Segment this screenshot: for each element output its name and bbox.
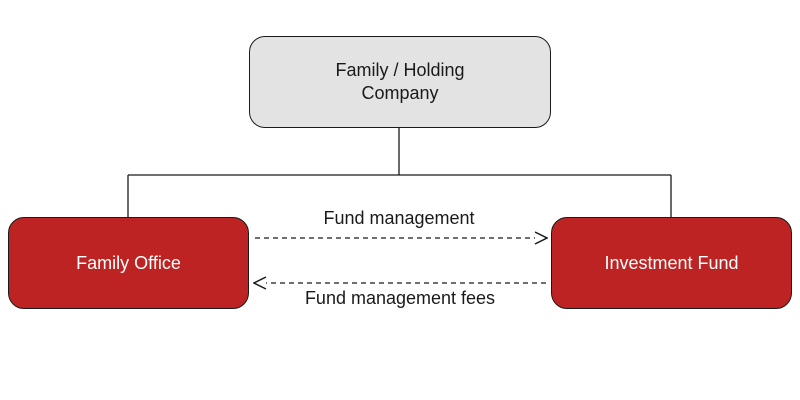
family-office-node: Family Office	[8, 217, 249, 309]
investment-fund-label: Investment Fund	[604, 252, 739, 273]
family-office-label: Family Office	[76, 252, 181, 273]
holding-company-label: Family / Holding Company	[335, 60, 465, 103]
investment-fund-node: Investment Fund	[551, 217, 792, 309]
fund-management-fees-label: Fund management fees	[304, 288, 496, 308]
holding-company-node: Family / Holding Company	[249, 36, 551, 128]
fund-management-label: Fund management	[323, 208, 475, 228]
hierarchy-connector	[127, 128, 672, 217]
